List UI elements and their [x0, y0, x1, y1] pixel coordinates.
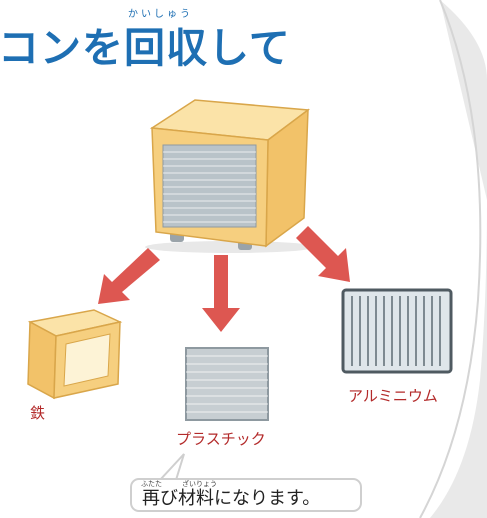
page-title: コンを回収して — [0, 24, 291, 72]
arrow-down-icon — [98, 226, 350, 332]
iron-frame-icon — [27, 309, 123, 400]
plastic-grille-icon — [185, 347, 269, 421]
label-iron: 鉄 — [30, 404, 46, 422]
label-aluminum: アルミニウム — [348, 387, 438, 405]
ruby-futata: ふたた — [141, 480, 162, 488]
label-plastic: プラスチック — [176, 430, 266, 448]
ruby-zairyou: ざいりょう — [182, 480, 217, 488]
speech-bubble: ふたた ざいりょう 再び材料になります。 — [130, 478, 362, 512]
aircon-outdoor-unit-icon — [145, 99, 315, 253]
bubble-text: 再び材料になります。 — [142, 488, 321, 509]
title-ruby: かいしゅう — [128, 9, 193, 20]
aluminum-fin-icon — [341, 288, 453, 374]
